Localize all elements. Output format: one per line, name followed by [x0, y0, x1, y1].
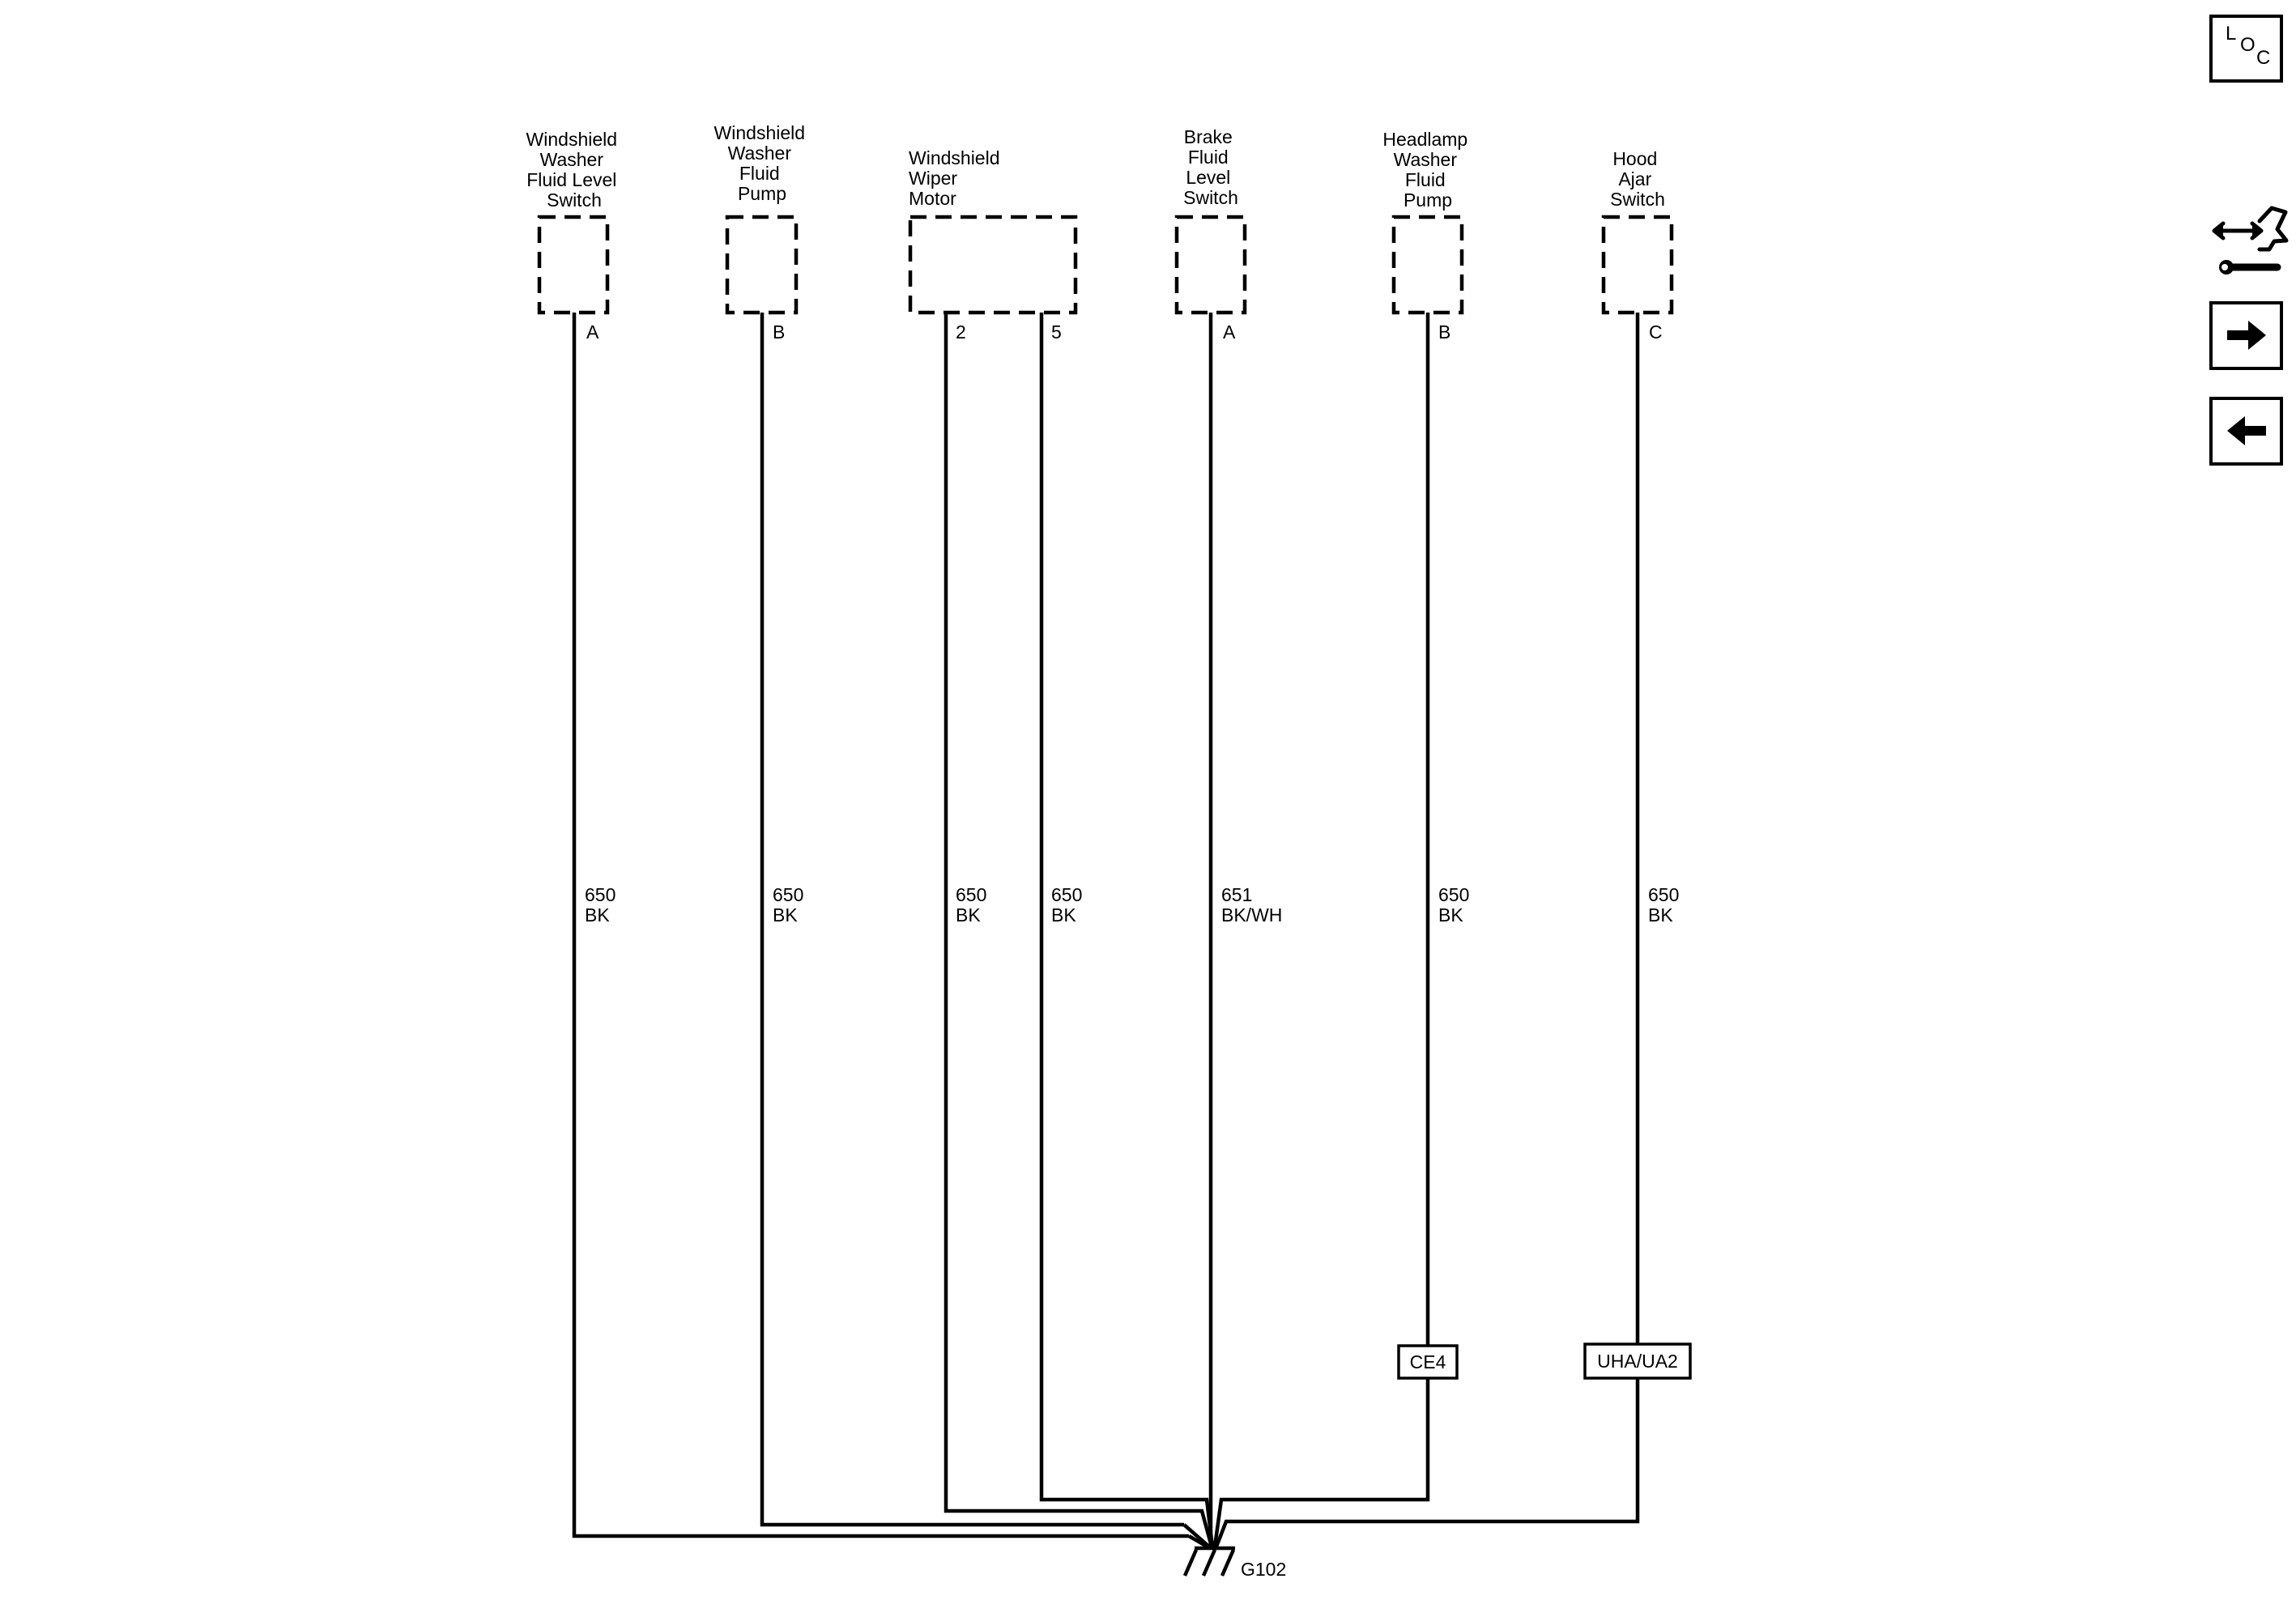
loc-button[interactable]: L O C	[2209, 15, 2283, 83]
component-box-washer-fluid-level-switch	[537, 215, 610, 315]
component-label-washer-fluid-pump: Windshield Washer Fluid Pump	[714, 122, 811, 204]
option-box-uha-ua2	[1583, 1343, 1692, 1380]
wire	[944, 313, 1214, 1547]
component-label-headlamp-washer-fluid-pump: Headlamp Washer Fluid Pump	[1382, 129, 1472, 211]
loc-icon: L O C	[2213, 18, 2280, 79]
wire	[1214, 313, 1640, 1547]
loc-letter-c: C	[2256, 47, 2271, 69]
wire	[1187, 1534, 1212, 1550]
option-box-ce4	[1397, 1344, 1459, 1380]
wire	[1212, 313, 1430, 1547]
loc-letter-o: O	[2240, 34, 2256, 56]
wire	[572, 313, 1189, 1538]
loc-letter-l: L	[2226, 23, 2237, 45]
component-label-washer-fluid-level-switch: Windshield Washer Fluid Level Switch	[526, 129, 623, 211]
ground-symbol	[1182, 1546, 1236, 1577]
component-box-headlamp-washer-fluid-pump	[1391, 215, 1464, 315]
next-arrow-icon	[2227, 321, 2266, 350]
pin-label: A	[1223, 321, 1236, 343]
component-box-hood-ajar-switch	[1601, 215, 1674, 315]
pin-label: B	[1438, 321, 1450, 343]
pin-label: B	[773, 321, 785, 343]
next-page-button[interactable]	[2209, 301, 2283, 370]
previous-arrow-icon	[2227, 416, 2266, 445]
pin-label: 5	[1051, 321, 1062, 343]
pin-label: 2	[956, 321, 966, 343]
option-label-uha-ua2: UHA/UA2	[1597, 1351, 1678, 1372]
component-label-brake-fluid-level-switch: Brake Fluid Level Switch	[1183, 126, 1238, 208]
component-box-brake-fluid-level-switch	[1174, 215, 1247, 315]
component-box-washer-fluid-pump	[725, 215, 799, 315]
wire	[1039, 313, 1215, 1547]
pin-label: A	[586, 321, 599, 343]
component-label-wiper-motor: Windshield Wiper Motor	[909, 147, 1005, 209]
ground-label: G102	[1241, 1559, 1286, 1580]
component-box-wiper-motor	[908, 215, 1078, 315]
component-label-hood-ajar-switch: Hood Ajar Switch	[1610, 148, 1665, 210]
previous-page-button[interactable]	[2209, 397, 2283, 466]
option-label-ce4: CE4	[1410, 1351, 1446, 1372]
wire	[760, 313, 1184, 1527]
pin-label: C	[1649, 321, 1663, 343]
tools-icon[interactable]	[2212, 206, 2289, 274]
